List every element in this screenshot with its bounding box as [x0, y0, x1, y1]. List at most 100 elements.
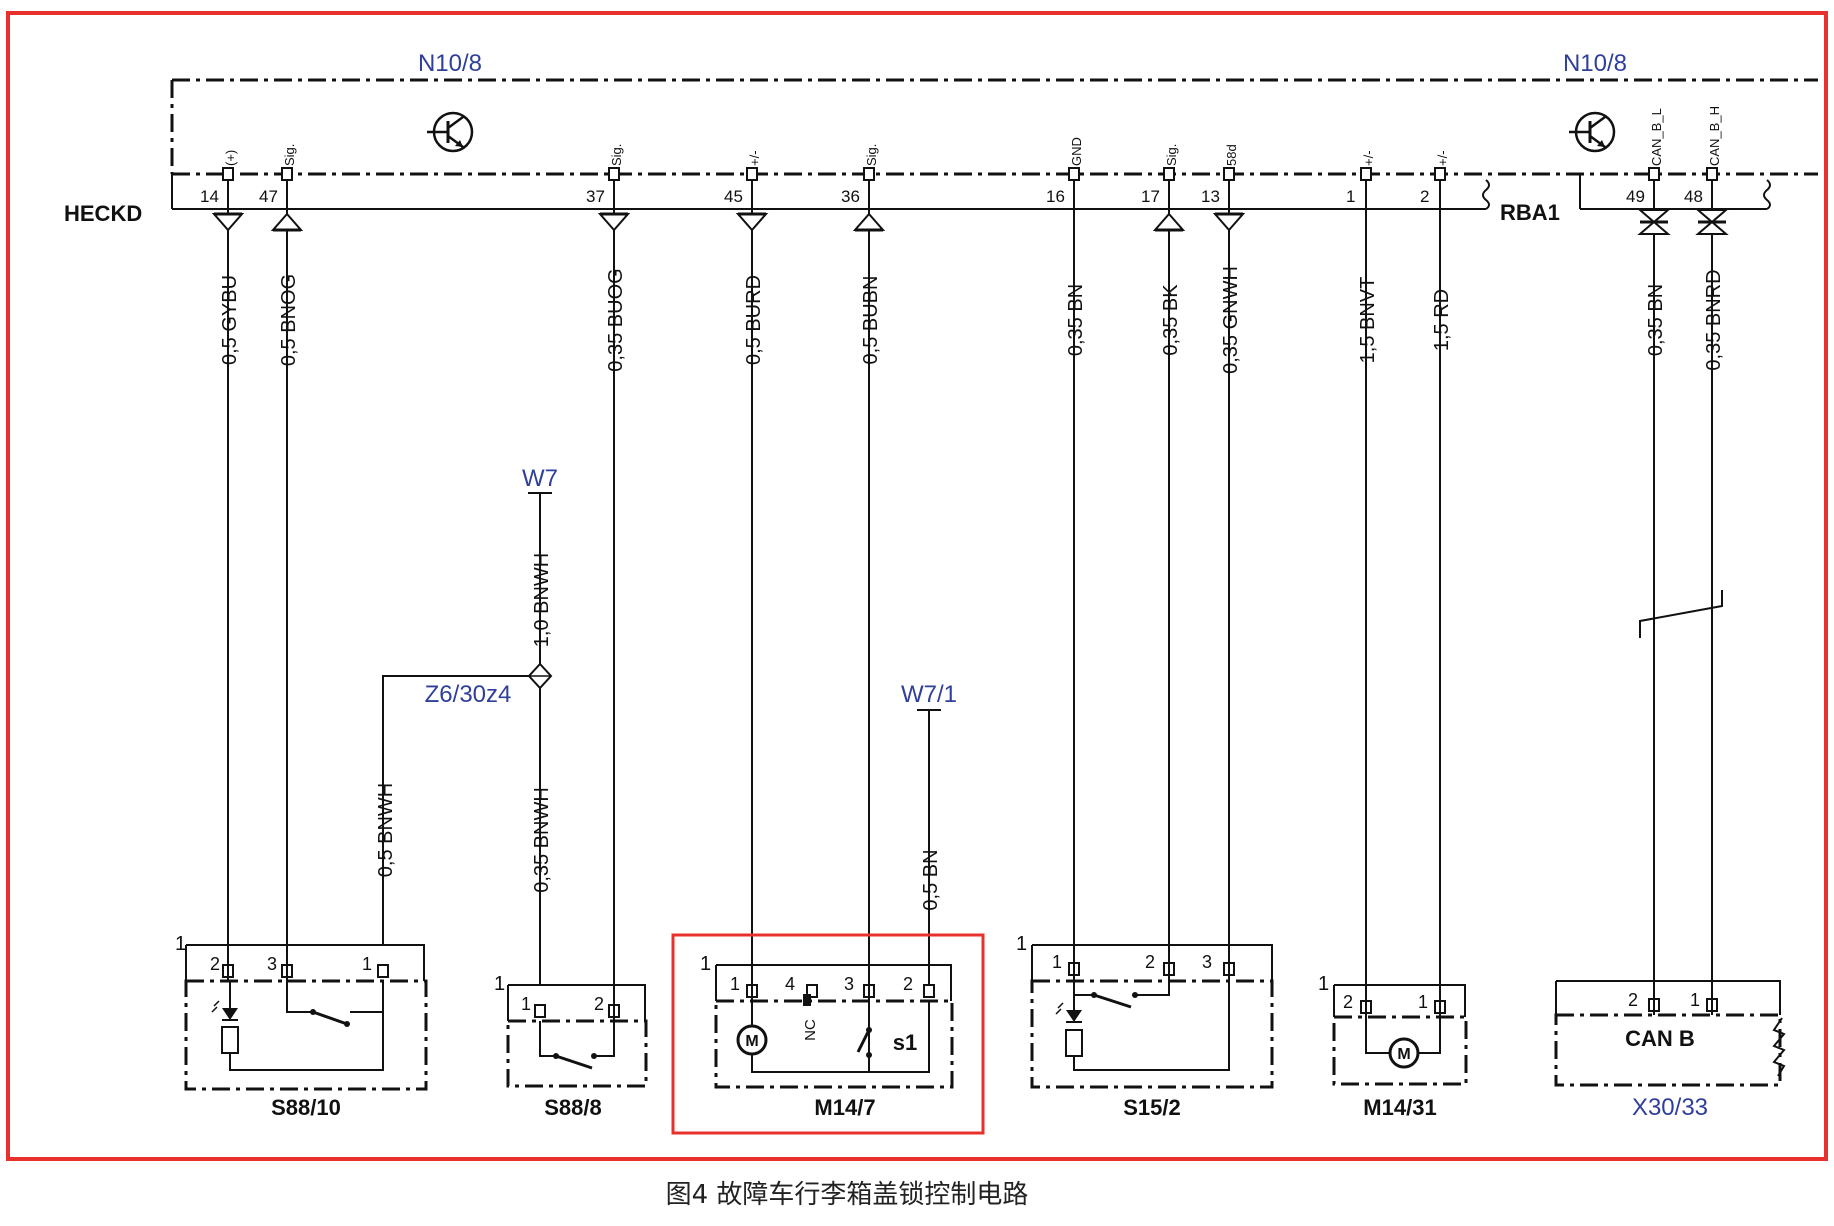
pin-label: 2	[1343, 992, 1353, 1012]
pin-number: 2	[1420, 187, 1429, 206]
wire-label: 0,35 BNRD	[1703, 269, 1725, 370]
connector-heckd: HECKD	[64, 174, 1490, 226]
module-pin: 36 Sig.	[841, 144, 879, 206]
wire-label: 0,35 BN	[1645, 284, 1667, 356]
connector-pin	[377, 964, 389, 978]
wire: 1,5 RD	[1431, 180, 1453, 1017]
pin-label: 3	[844, 974, 854, 994]
wire: 0,35 BNRD	[1695, 180, 1729, 1015]
pin-number: 14	[200, 187, 219, 206]
pin-number: 37	[586, 187, 605, 206]
component-s88-8: 1 1 2 S88/8	[494, 973, 648, 1120]
ground-w7: W7 1,0 BNWH Z6/30z4 0,5 BNWH 0,35 BNWH	[375, 465, 558, 985]
pin-signal: 58d	[1224, 144, 1239, 166]
wire-label: 1,5 BNVT	[1357, 277, 1379, 364]
arrow-up-icon	[270, 212, 304, 231]
wire-label: 1,5 RD	[1431, 289, 1453, 351]
conn-label: 1	[494, 973, 505, 995]
led-icon	[1055, 1002, 1082, 1023]
arrow-up-icon	[852, 212, 886, 231]
pin-number: 48	[1684, 187, 1703, 206]
nc-label: NC	[802, 1019, 819, 1041]
highlight-box	[671, 933, 985, 1135]
module-pin: 13 58d	[1201, 144, 1239, 206]
component-label: M14/31	[1363, 1095, 1436, 1120]
pin-signal: Sig.	[282, 144, 297, 166]
ground-label-w7: W7	[522, 465, 558, 492]
arrow-down-icon	[1695, 209, 1729, 224]
switch-icon	[286, 981, 384, 1027]
led-icon	[211, 1000, 238, 1021]
module-label-left: N10/8	[418, 50, 482, 77]
component-label: X30/33	[1632, 1094, 1708, 1121]
motor-icon: M	[1388, 1037, 1420, 1069]
pin-label: 1	[730, 974, 740, 994]
connector-pin	[534, 1004, 546, 1018]
pin-signal: Sig.	[609, 144, 624, 166]
wire-label-splice-left: 0,5 BNWH	[375, 783, 397, 877]
pin-signal: GND	[1069, 137, 1084, 166]
wire-label: 0,5 BNOG	[278, 274, 300, 366]
wire-label: 0,5 GYBU	[219, 275, 241, 365]
pin-label: 1	[1052, 952, 1062, 972]
pin-label: 1	[1690, 990, 1700, 1010]
module-pins: 14(+)47Sig.37Sig.45+/-36Sig.16GND17Sig.1…	[200, 106, 1722, 1018]
pin-label: 1	[1418, 992, 1428, 1012]
resistor-icon	[1065, 1029, 1083, 1057]
conn-label: 1	[1016, 933, 1027, 955]
wire-label: 0,5 BUBN	[860, 276, 882, 365]
motor-label: M	[745, 1033, 758, 1050]
pin-signal: Sig.	[864, 144, 879, 166]
arrow-up-icon	[1695, 220, 1729, 235]
can-b-label: CAN B	[1625, 1026, 1695, 1051]
arrow-down-icon	[735, 213, 769, 232]
component-label: S88/8	[544, 1095, 602, 1120]
outer-frame	[6, 11, 1828, 1161]
connector-label-rba1: RBA1	[1500, 200, 1560, 225]
pin-number: 36	[841, 187, 860, 206]
pin-label: 3	[1202, 952, 1212, 972]
pin-number: 49	[1626, 187, 1645, 206]
module-pin: 37 Sig.	[586, 144, 624, 206]
pin-signal: +/-	[1361, 150, 1376, 166]
transistor-icon	[1569, 111, 1616, 153]
transistor-icon	[427, 111, 474, 153]
pin-number: 16	[1046, 187, 1065, 206]
pin-label: 4	[785, 974, 795, 994]
switch-icon	[1074, 981, 1170, 1009]
pin-label: 1	[521, 994, 531, 1014]
module-pin: 16 GND	[1046, 137, 1084, 206]
wire-label-w7: 1,0 BNWH	[531, 553, 553, 647]
component-label: S88/10	[271, 1095, 341, 1120]
component-m14-7: 1 1 4 3 2 M NC s1 M14/7	[671, 933, 985, 1135]
pin-number: 13	[1201, 187, 1220, 206]
control-module: N10/8 N10/8	[170, 50, 1818, 176]
wire-label: 0,35 BN	[1065, 284, 1087, 356]
pin-label: 2	[903, 974, 913, 994]
wire: 0,35 BN	[1065, 180, 1087, 981]
wire-label-splice-down: 0,35 BNWH	[531, 787, 553, 893]
wire: 0,5 BNOG	[270, 180, 304, 981]
pin-label: 2	[1145, 952, 1155, 972]
arrow-down-icon	[1212, 213, 1246, 232]
component-s15-2: 1 1 2 3 S15/2	[1016, 933, 1274, 1120]
pin-signal: +/-	[1435, 150, 1450, 166]
switch-label: s1	[893, 1030, 917, 1055]
module-pin: 2 +/-	[1420, 150, 1450, 206]
wire: 1,5 BNVT	[1357, 180, 1379, 1017]
pin-label: 2	[210, 954, 220, 974]
conn-label: 1	[1318, 973, 1329, 995]
wire-label: 0,5 BURD	[743, 275, 765, 365]
pin-label: 1	[362, 954, 372, 974]
connector-pin	[806, 984, 818, 998]
module-pin: 45+/-	[724, 150, 762, 206]
component-m14-31: 1 2 1 M M14/31	[1318, 973, 1468, 1120]
pin-number: 45	[724, 187, 743, 206]
splice-label: Z6/30z4	[425, 681, 512, 708]
